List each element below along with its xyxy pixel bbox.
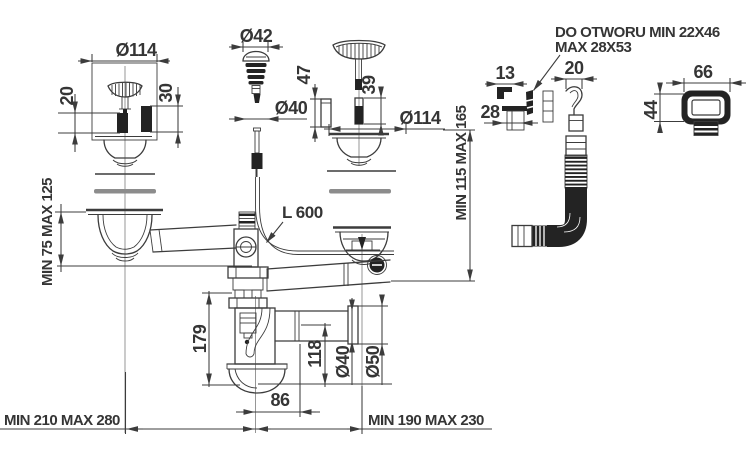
pop-up-cable [255,177,394,255]
labels: Ø114 20 30 Ø42 Ø40 47 39 Ø114 MIN 75 MAX… [4,24,720,429]
label-dim39: 39 [359,75,379,95]
label-dia40-outlet: Ø40 [333,345,353,378]
label-min190-max230: MIN 190 MAX 230 [368,412,484,429]
label-dim30: 30 [156,83,176,103]
overflow-cover [681,90,731,136]
label-dim20-hook: 20 [564,58,584,78]
overflow-pipe-47 [320,98,332,128]
label-dim44: 44 [641,100,661,120]
plug-detail [242,50,270,103]
label-dim28: 28 [480,102,500,122]
outlet-pipes [258,305,392,385]
label-dim20: 20 [57,86,77,106]
cable-pin [251,127,263,177]
label-dim86: 86 [270,390,290,410]
mounting-parts [497,86,584,132]
right-gaskets [327,170,396,194]
left-drain-bowl [86,208,237,262]
label-dia40-plug: Ø40 [275,98,308,118]
note-hole-size-line2: MAX 28X53 [555,39,632,56]
left-gaskets [94,173,156,194]
label-dim13: 13 [495,63,515,83]
overflow-tee-column [227,211,269,299]
flexible-overflow-hose [511,135,588,248]
label-dia50-outlet: Ø50 [363,345,383,378]
note-hole-size-line1: DO OTWORU MIN 22X46 [555,24,720,41]
left-strainer-section-view [91,62,158,167]
right-strainer-basket [332,39,386,90]
label-min210-max280: MIN 210 MAX 280 [4,412,120,429]
rod-39 [354,97,364,125]
siphon-body [226,297,288,394]
label-min115-max165: MIN 115 MAX 165 [453,105,470,220]
label-min75-max125: MIN 75 MAX 125 [39,178,56,286]
right-drain-bowl [333,226,391,275]
dimensions [0,42,746,434]
label-dim66: 66 [693,62,713,82]
label-dia114-left: Ø114 [115,40,157,60]
right-slant-pipe [266,259,391,292]
label-dim179: 179 [190,324,210,353]
label-dim47: 47 [294,65,314,85]
label-cable-length: L 600 [282,203,323,222]
label-dim118: 118 [305,340,325,368]
label-dia42: Ø42 [240,26,273,46]
label-dia114-right: Ø114 [399,108,441,128]
